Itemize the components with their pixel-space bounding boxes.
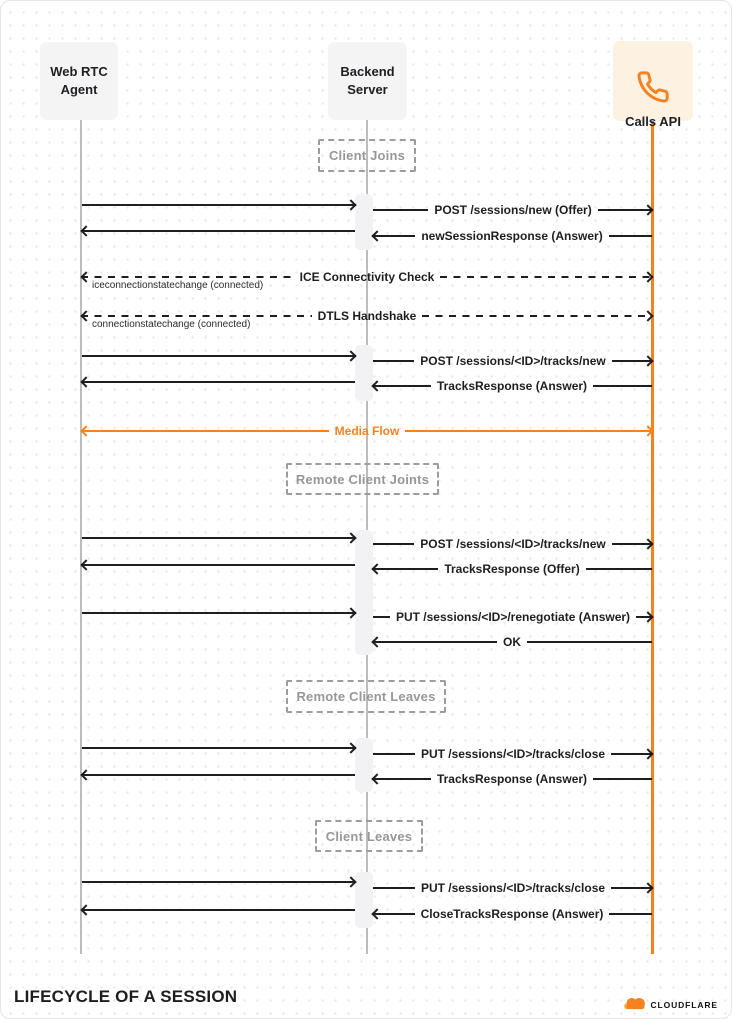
arrow-backend-to-webrtc-tracks-close-answer (80, 767, 355, 783)
note-connectionstatechange: connectionstatechange (connected) (92, 319, 251, 330)
section-client-joins-label: Client Joins (328, 148, 406, 163)
label-ok: OK (503, 635, 521, 649)
label-media-flow: Media Flow (334, 424, 400, 438)
section-remote-client-leaves-label: Remote Client Leaves (296, 689, 436, 704)
section-client-leaves-label: Client Leaves (325, 828, 413, 844)
label-tracks-response-answer-1: TracksResponse (Answer) (436, 379, 588, 393)
actor-backend-server-label: Backend Server (340, 64, 395, 97)
arrow-ice-connectivity-check: ICE Connectivity Check (80, 269, 654, 285)
activation-bar-tracks-new (355, 345, 373, 401)
arrow-put-renegotiate: PUT /sessions/<ID>/renegotiate (Answer) (373, 609, 654, 625)
cloudflare-cloud-icon (622, 995, 647, 1015)
actor-calls-api-label: Calls API (625, 114, 681, 130)
arrow-dtls-handshake: DTLS Handshake (80, 308, 654, 324)
activation-bar-remote-leave (355, 738, 373, 792)
phone-icon (636, 52, 670, 108)
section-remote-client-joins-label: Remote Client Joints (295, 471, 430, 487)
actor-backend-server: Backend Server (328, 42, 407, 120)
arrow-backend-to-webrtc-tracks-answer-1 (80, 374, 355, 390)
arrow-post-tracks-new-1: POST /sessions/<ID>/tracks/new (373, 353, 654, 369)
arrow-post-sessions-new: POST /sessions/new (Offer) (373, 202, 654, 218)
arrow-webrtc-to-backend-tracks-close-2 (82, 874, 357, 890)
label-post-tracks-new-2: POST /sessions/<ID>/tracks/new (420, 537, 606, 551)
arrow-webrtc-to-backend-tracks-new-1 (82, 348, 357, 364)
arrow-put-tracks-close-1: PUT /sessions/<ID>/tracks/close (373, 746, 654, 762)
label-ice-connectivity-check: ICE Connectivity Check (299, 270, 435, 284)
section-remote-client-joins: Remote Client Joints (286, 463, 439, 495)
label-close-tracks-response: CloseTracksResponse (Answer) (420, 907, 604, 921)
section-client-leaves: Client Leaves (315, 820, 423, 852)
activation-bar-remote-join (355, 530, 373, 655)
lifeline-calls-api (651, 121, 654, 954)
arrow-ok: OK (371, 634, 652, 650)
arrow-close-tracks-response: CloseTracksResponse (Answer) (371, 906, 652, 922)
label-put-tracks-close-1: PUT /sessions/<ID>/tracks/close (420, 747, 606, 761)
arrow-backend-to-webrtc-close-answer (80, 902, 355, 918)
actor-calls-api: Calls API (613, 41, 693, 129)
arrow-put-tracks-close-2: PUT /sessions/<ID>/tracks/close (373, 880, 654, 896)
label-tracks-response-answer-2: TracksResponse (Answer) (436, 772, 588, 786)
label-tracks-response-offer: TracksResponse (Offer) (444, 562, 580, 576)
actor-webrtc-agent: Web RTC Agent (40, 42, 118, 120)
actor-webrtc-agent-label: Web RTC Agent (50, 64, 108, 97)
label-dtls-handshake: DTLS Handshake (317, 309, 417, 323)
label-new-session-response: newSessionResponse (Answer) (421, 229, 603, 243)
lifeline-webrtc-agent (80, 120, 82, 954)
arrow-tracks-response-offer: TracksResponse (Offer) (371, 561, 653, 577)
label-put-renegotiate: PUT /sessions/<ID>/renegotiate (Answer) (395, 610, 631, 624)
arrow-backend-to-webrtc-tracks-offer (80, 557, 355, 573)
label-put-tracks-close-2: PUT /sessions/<ID>/tracks/close (420, 881, 606, 895)
activation-bar-session-new (355, 194, 373, 250)
cloudflare-wordmark: CLOUDFLARE (650, 1000, 718, 1010)
arrow-post-tracks-new-2: POST /sessions/<ID>/tracks/new (373, 536, 654, 552)
arrow-new-session-response: newSessionResponse (Answer) (371, 228, 653, 244)
note-iceconnectionstatechange: iceconnectionstatechange (connected) (92, 280, 264, 291)
arrow-tracks-response-answer-1: TracksResponse (Answer) (371, 378, 652, 394)
arrow-webrtc-to-backend-session-new (82, 197, 357, 213)
cloudflare-logo: CLOUDFLARE (622, 995, 718, 1015)
arrow-webrtc-to-backend-renegotiate (82, 605, 357, 621)
arrow-media-flow: Media Flow (80, 423, 654, 439)
page-title: LIFECYCLE OF A SESSION (14, 987, 238, 1006)
arrow-webrtc-to-backend-tracks-close-1 (82, 740, 357, 756)
arrow-tracks-response-answer-2: TracksResponse (Answer) (371, 771, 652, 787)
activation-bar-client-leave (355, 872, 373, 928)
label-post-tracks-new-1: POST /sessions/<ID>/tracks/new (420, 354, 606, 368)
arrow-backend-to-webrtc-session-answer (80, 223, 355, 239)
label-post-sessions-new: POST /sessions/new (Offer) (434, 203, 592, 217)
section-remote-client-leaves: Remote Client Leaves (286, 680, 446, 713)
section-client-joins: Client Joins (318, 139, 416, 172)
arrow-webrtc-to-backend-tracks-new-2 (82, 530, 357, 546)
